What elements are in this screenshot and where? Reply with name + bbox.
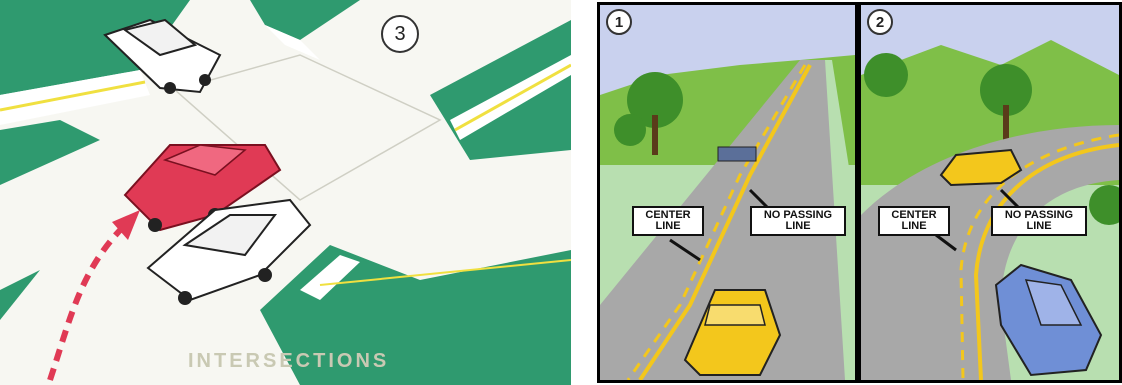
lane-markings-illustration: 1 CENTER LINE NO PASSING LINE (597, 2, 1122, 383)
figure-number-1: 1 (606, 9, 632, 35)
center-line-label-2: CENTER LINE (878, 206, 950, 236)
no-passing-label-1: NO PASSING LINE (750, 206, 846, 236)
grass-bottom-left (0, 270, 40, 320)
scene-2-drawing (861, 5, 1119, 380)
grass-top-center (250, 0, 360, 40)
grass-right (430, 20, 571, 160)
scene-curved-road: 2 CENTER LINE NO PASSING LINE (861, 5, 1119, 380)
car-distant (718, 147, 756, 161)
figure-number-3: 3 (381, 15, 419, 53)
intersections-title: INTERSECTIONS (188, 350, 389, 373)
center-line-label-1: CENTER LINE (632, 206, 704, 236)
intersection-drawing (0, 0, 571, 385)
intersection-illustration: 3 INTERSECTIONS (0, 0, 571, 385)
no-passing-label-2: NO PASSING LINE (991, 206, 1087, 236)
figure-number-2: 2 (867, 9, 893, 35)
turn-path-arrow (50, 225, 125, 380)
scene-straight-road: 1 CENTER LINE NO PASSING LINE (600, 5, 855, 380)
grass-left (0, 120, 100, 185)
tree (864, 53, 908, 97)
scene-1-drawing (600, 5, 855, 380)
